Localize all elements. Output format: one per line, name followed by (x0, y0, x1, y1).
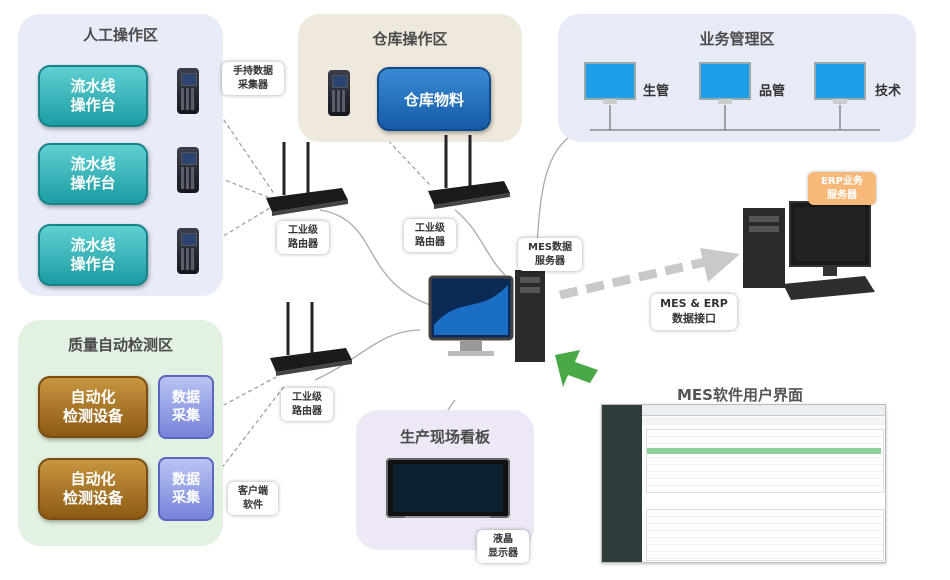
mes-ui-grid-bottom (646, 509, 884, 561)
router-icon (270, 302, 352, 376)
lcd-callout: 液晶 显示器 (477, 530, 529, 563)
warehouse-zone-title: 仓库操作区 (372, 30, 448, 48)
mes-ui-topbar (642, 405, 885, 416)
router-callout-3: 工业级 路由器 (281, 388, 333, 421)
quality-zone-title: 质量自动检测区 (67, 336, 173, 354)
handheld-icon (177, 147, 199, 193)
station-2: 流水线 操作台 (38, 143, 148, 205)
mes-ui-title: MES软件用户界面 (677, 386, 803, 404)
terminal-label-tech: 技术 (875, 84, 902, 99)
handheld-icon (177, 68, 199, 114)
business-zone-title: 业务管理区 (699, 30, 775, 48)
handheld-icon (328, 70, 350, 116)
router-callout-1: 工业级 路由器 (277, 221, 329, 254)
data-collect-2: 数据 采集 (158, 457, 214, 521)
handheld-icon (177, 228, 199, 274)
mes-ui-screenshot (601, 404, 886, 563)
router-icon (266, 142, 348, 216)
mes-server-icon (428, 270, 545, 362)
mes-ui-toolbar (642, 417, 885, 425)
interface-callout: MES & ERP 数据接口 (651, 294, 737, 330)
warehouse-material-box: 仓库物料 (377, 67, 491, 131)
data-collect-1: 数据 采集 (158, 375, 214, 439)
erp-server-icon (743, 201, 875, 300)
router-callout-2: 工业级 路由器 (404, 219, 456, 252)
board-zone-title: 生产现场看板 (399, 428, 490, 446)
lcd-display-icon (386, 458, 510, 518)
green-arrow-icon (555, 350, 598, 387)
station-1: 流水线 操作台 (38, 65, 148, 127)
handheld-callout: 手持数据 采集器 (222, 62, 284, 95)
terminal-label-production: 生管 (643, 84, 670, 99)
erp-server-callout: ERP业务 服务器 (808, 172, 876, 205)
mes-ui-grid-top (646, 429, 884, 493)
station-3: 流水线 操作台 (38, 224, 148, 286)
mes-server-callout: MES数据 服务器 (518, 238, 582, 271)
mes-ui-sidebar (602, 405, 642, 562)
client-software-callout: 客户端 软件 (228, 482, 278, 515)
inspection-device-2: 自动化 检测设备 (38, 458, 148, 520)
terminal-label-quality: 品管 (759, 84, 786, 99)
router-icon (428, 135, 510, 209)
inspection-device-1: 自动化 检测设备 (38, 376, 148, 438)
manual-zone-title: 人工操作区 (82, 26, 158, 44)
mes-ui-selected-row (647, 448, 881, 454)
